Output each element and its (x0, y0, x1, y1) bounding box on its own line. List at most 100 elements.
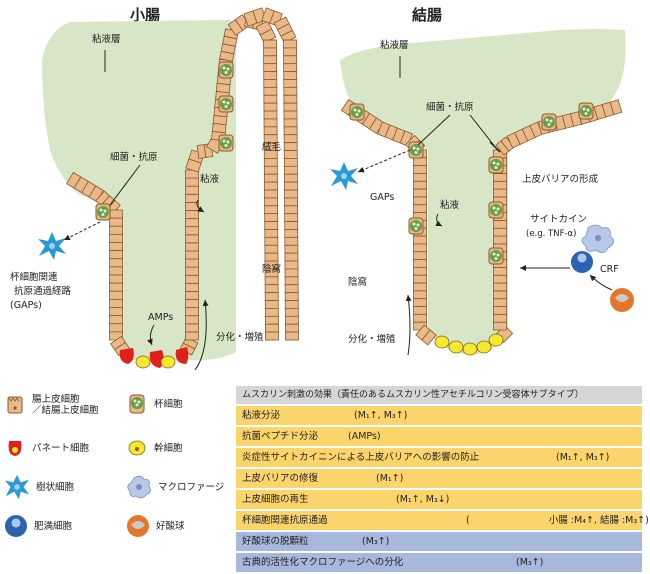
legend-item-enterocyte: 腸上皮細胞 ／結腸上皮細胞 (4, 394, 99, 416)
epithelial-cell (264, 229, 279, 238)
effect-label: 粘液分泌 (242, 410, 281, 421)
epithelial-cell (284, 252, 299, 262)
epithelial-cell (264, 292, 279, 301)
small-crypt-base (119, 347, 189, 369)
colon-differentiation-label: 分化・増殖 (348, 333, 396, 345)
epithelial-cell (413, 180, 427, 190)
goblet-cell-icon (488, 156, 504, 174)
epithelial-cell (263, 110, 278, 120)
epithelial-cell (264, 315, 279, 325)
epithelial-cell (109, 217, 123, 227)
epithelial-cell (264, 213, 279, 223)
epithelial-cell (185, 210, 199, 219)
epithelial-cell (185, 234, 199, 244)
effect-row: 古典的活性化マクロファージへの分化(M₃↑) (236, 553, 642, 574)
epithelial-cell (264, 197, 279, 207)
epithelial-cell (263, 55, 278, 65)
epithelial-cell (284, 244, 299, 254)
epithelial-cell (265, 331, 279, 341)
colon-gaps-label: GAPs (370, 192, 394, 203)
goblet-cell-icon (578, 102, 594, 120)
effect-receptors: (M₁↑, M₃↑) (354, 410, 408, 421)
macrophage-icon (127, 475, 151, 499)
legend-item-macrophage: マクロファージ (126, 474, 224, 500)
epithelial-cell (493, 173, 507, 182)
effect-label: 古典的活性化マクロファージへの分化 (242, 557, 404, 568)
epithelial-cell (284, 323, 299, 333)
epithelial-cell (263, 63, 278, 73)
epithelial-cell (283, 165, 298, 175)
epithelial-cell (185, 177, 199, 187)
legend-item-mast: 肥満細胞 (4, 514, 72, 538)
epithelial-cell (413, 235, 427, 245)
epithelial-cell (493, 298, 507, 307)
effect-label: 杯細胞関連抗原通過 (242, 515, 328, 526)
epithelial-cell (413, 157, 427, 167)
eosinophil-icon (127, 515, 149, 537)
effect-receptors: (M₃↑) (362, 536, 390, 547)
epithelial-cell (284, 284, 299, 294)
epithelial-cell (284, 205, 299, 215)
epithelial-cell (283, 102, 298, 112)
epithelial-cell (493, 306, 507, 315)
goblet-cell-icon (488, 247, 504, 265)
colon-stem-cells (434, 333, 504, 356)
epithelial-cell (263, 39, 277, 49)
epithelial-cell (109, 323, 123, 333)
effect-receptors: ( 小腸 :M₄↑, 結腸 :M₃↑) (466, 515, 649, 526)
goblet-cell-icon (541, 113, 557, 131)
small-mucus-layer-label: 粘液層 (92, 33, 121, 45)
eosinophil-icon (610, 288, 634, 312)
epithelial-cell (283, 134, 298, 144)
epithelial-cell (284, 268, 299, 278)
dendritic-cell-icon (4, 474, 30, 500)
epithelial-cell (185, 226, 199, 236)
epithelial-cell (264, 205, 279, 215)
epithelial-cell (413, 274, 427, 284)
epithelial-cell (109, 274, 123, 284)
epithelial-cell (493, 274, 507, 284)
epithelial-cell (284, 276, 299, 286)
epithelial-cell (283, 150, 298, 159)
epithelial-cell (264, 252, 279, 262)
epithelial-cell (264, 189, 278, 199)
paneth-cell-icon (8, 441, 22, 456)
epithelial-cell (493, 180, 507, 190)
epithelial-cell (185, 331, 199, 341)
epithelial-cell (284, 300, 299, 309)
epithelial-cell (185, 258, 199, 268)
epithelial-cell (109, 290, 123, 300)
gaps-label-1: 杯細胞関連 (10, 271, 58, 283)
legend: 腸上皮細胞 ／結腸上皮細胞 杯細胞 パネート細胞 幹細胞 樹状細胞 (4, 388, 232, 570)
epithelial-cell (283, 142, 298, 151)
amps-label: AMPs (148, 312, 173, 323)
epithelial-cell (413, 266, 427, 276)
villus-label: 絨毛 (262, 141, 282, 153)
cytokine-label: サイトカイン (530, 214, 587, 225)
epithelial-cell (609, 99, 623, 116)
epithelial-cell (413, 251, 427, 260)
enterocyte-icon (7, 396, 23, 414)
epithelial-cell (284, 315, 299, 325)
goblet-cell-icon (95, 203, 111, 221)
epithelial-cell (263, 173, 278, 183)
epithelial-cell (284, 236, 299, 246)
epithelial-cell (283, 79, 298, 88)
gaps-label-2: 抗原通過経路 (14, 285, 72, 297)
intestine-diagram: 小腸 粘液層 細菌・抗原 粘液 絨毛 陰窩 杯細胞関連 抗原通過経路 (GAPs… (10, 6, 634, 371)
effect-row: 炎症性サイトカイニンによる上皮バリアへの影響の防止(M₁↑, M₃↑) (236, 448, 642, 469)
epithelial-cell (413, 173, 427, 182)
epithelial-cell (283, 86, 298, 96)
epithelial-cell (283, 55, 298, 65)
epithelial-cell (264, 323, 279, 333)
goblet-cell-icon (218, 134, 234, 152)
epithelial-cell (185, 315, 199, 325)
epithelial-cell (283, 39, 297, 49)
colon-mucus-label: 粘液 (440, 199, 460, 211)
epithelial-cell (109, 315, 123, 325)
epithelial-cell (493, 266, 507, 276)
colon-mucus-layer (340, 29, 626, 355)
effect-label: 好酸球の脱顆粒 (242, 536, 309, 547)
legend-item-paneth: パネート細胞 (4, 438, 89, 458)
legend-item-stem: 幹細胞 (126, 438, 183, 458)
